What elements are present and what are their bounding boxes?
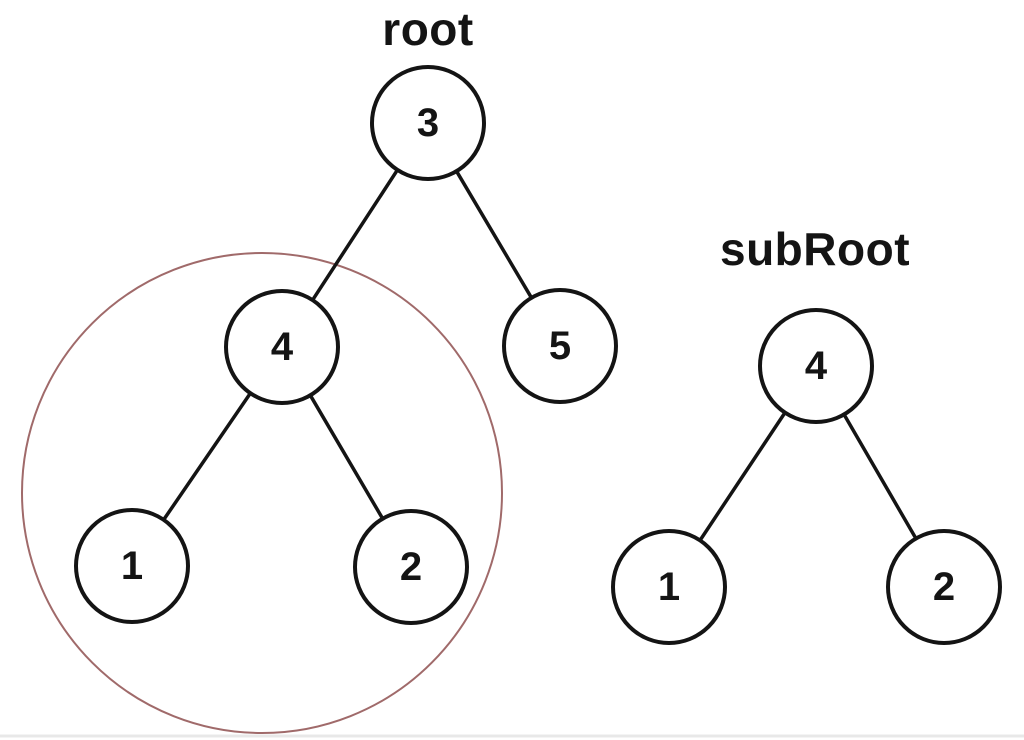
root-tree-title: root xyxy=(382,3,474,55)
tree-edge xyxy=(454,169,534,300)
tree-node-circle xyxy=(224,289,340,405)
tree-edge xyxy=(161,391,253,522)
matched-subtree-highlight-circle xyxy=(21,252,503,734)
tree-node-value: 4 xyxy=(271,325,294,369)
tree-node-circle xyxy=(502,288,618,404)
tree-node-circle xyxy=(74,508,190,624)
tree-node-value: 3 xyxy=(417,101,439,145)
tree-node-circle xyxy=(353,509,469,625)
tree-node-value: 1 xyxy=(121,544,143,588)
tree-node-value: 4 xyxy=(805,344,828,388)
subroot-tree-title: subRoot xyxy=(719,223,911,275)
tree-node-value: 2 xyxy=(933,565,955,609)
tree-node-circle xyxy=(886,529,1002,645)
tree-node-value: 2 xyxy=(400,545,422,589)
tree-node-value: 5 xyxy=(549,324,571,368)
tree-node-value: 1 xyxy=(658,565,680,609)
tree-edge xyxy=(308,393,385,521)
tree-node-circle xyxy=(611,529,727,645)
tree-node-circle xyxy=(370,65,486,181)
tree-edge xyxy=(698,410,787,543)
tree-edge xyxy=(842,412,918,541)
tree-edge xyxy=(310,168,400,302)
tree-node-circle xyxy=(758,308,874,424)
